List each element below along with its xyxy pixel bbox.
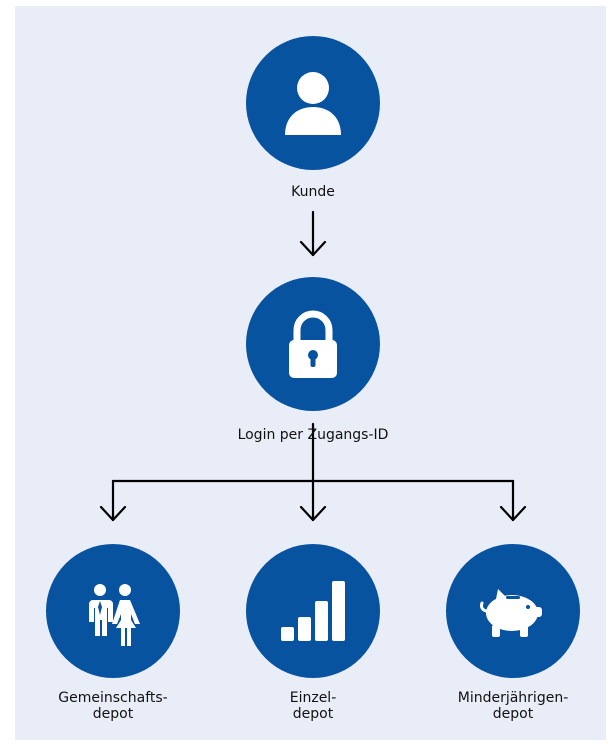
login-label: Login per Zugangs-ID	[237, 427, 389, 443]
bar-chart-icon	[281, 581, 345, 641]
gemeinschaftsdepot-label: Gemeinschafts- depot	[58, 690, 168, 722]
arrowhead-gemeinschaftsdepot	[99, 505, 127, 522]
kunde-node	[246, 36, 380, 170]
einzeldepot-label: Einzel- depot	[289, 690, 337, 722]
arrowhead-minderjaehrigendepot	[499, 505, 527, 522]
couple-icon	[89, 584, 140, 646]
gemeinschaftsdepot-node	[46, 544, 180, 678]
user-icon	[285, 72, 341, 135]
arrowhead-kunde-login	[299, 240, 327, 257]
arrowhead-einzeldepot	[299, 505, 327, 522]
minderjaehrigendepot-label: Minderjährigen- depot	[457, 690, 569, 722]
lock-icon	[289, 310, 337, 378]
minderjaehrigendepot-node	[446, 544, 580, 678]
einzeldepot-node	[246, 544, 380, 678]
piggy-bank-icon	[480, 589, 542, 637]
login-node	[246, 277, 380, 411]
kunde-label: Kunde	[291, 184, 335, 200]
